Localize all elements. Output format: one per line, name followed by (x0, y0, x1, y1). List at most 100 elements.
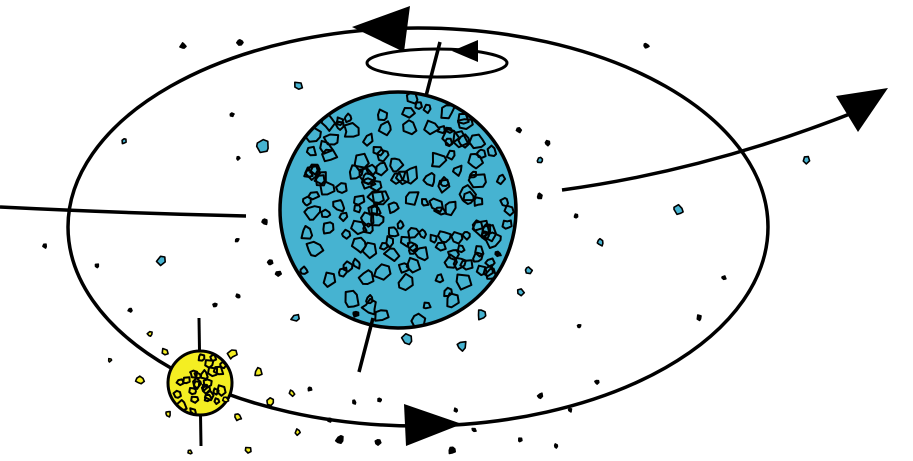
surface-fragment (418, 228, 427, 239)
debris-fragment (334, 435, 344, 444)
surface-fragment (360, 211, 375, 228)
debris-fragment (165, 410, 171, 418)
surface-fragment (192, 377, 202, 389)
surface-fragment (348, 164, 365, 180)
debris-fragment (544, 139, 551, 147)
spin-axis-lower (357, 317, 375, 373)
surface-fragment (365, 163, 378, 177)
large-body-sphere (278, 90, 518, 330)
surface-fragment (461, 231, 471, 241)
debris-fragment (288, 389, 296, 398)
surface-fragment (367, 203, 379, 216)
surface-fragment (175, 378, 186, 387)
debris-fragment (94, 263, 100, 269)
debris-fragment (107, 357, 113, 363)
debris-fragment (290, 313, 300, 322)
debris-fragment (307, 386, 313, 392)
surface-fragment (307, 191, 321, 201)
surface-fragment (421, 198, 430, 207)
debris-fragment (266, 259, 274, 266)
debris-fragment (524, 266, 534, 275)
orbit-arrowhead-bottom (404, 404, 462, 446)
surface-fragment (212, 387, 220, 396)
debris-fragment (221, 396, 230, 403)
surface-fragment (199, 369, 209, 380)
surface-fragment (458, 184, 477, 202)
surface-fragment (342, 260, 354, 273)
surface-fragment (468, 170, 477, 179)
surface-fragment (410, 312, 427, 328)
surface-fragment (395, 170, 410, 186)
surface-fragment (372, 146, 385, 157)
debris-fragment (453, 407, 459, 413)
surface-fragment (335, 116, 345, 126)
surface-fragment (219, 360, 227, 370)
debris-fragment (244, 446, 252, 454)
surface-fragment (320, 113, 337, 132)
surface-fragment (188, 387, 197, 396)
surface-fragment (407, 227, 421, 239)
surface-fragment (428, 197, 444, 213)
debris-fragment (536, 192, 543, 200)
debris-fragment (596, 237, 604, 247)
surface-fragment (197, 353, 206, 362)
surface-fragment (389, 157, 405, 173)
surface-fragment (446, 292, 460, 309)
debris-fragment (42, 243, 47, 249)
debris-fragment (155, 255, 166, 267)
surface-fragment (374, 309, 390, 322)
debris-fragment (516, 288, 526, 297)
surface-fragment (501, 219, 513, 230)
surface-fragment (404, 191, 420, 206)
debris-fragment (573, 213, 579, 219)
surface-fragment (350, 219, 368, 236)
orbit-arrowhead-top (352, 6, 410, 52)
surface-fragment (484, 257, 496, 269)
surface-fragment (383, 247, 401, 262)
surface-fragment (335, 182, 348, 194)
debris-fragment (134, 375, 146, 385)
surface-fragment (343, 112, 353, 124)
debris-fragment (255, 138, 269, 154)
surface-fragment (338, 266, 348, 278)
surface-fragment (495, 173, 507, 186)
surface-fragment (216, 384, 227, 397)
surface-fragment (207, 366, 219, 378)
debris-fragment (400, 333, 413, 346)
debris-fragment (536, 156, 544, 164)
surface-fragment (459, 259, 474, 271)
surface-fragment (402, 119, 418, 136)
debris-fragment (212, 302, 218, 308)
debris-fragment (518, 437, 523, 443)
surface-fragment (457, 112, 470, 125)
surface-fragment (434, 273, 445, 284)
debris-fragment (515, 127, 523, 134)
surface-fragment (357, 269, 375, 285)
surface-fragment (467, 173, 487, 189)
surface-fragment (338, 211, 349, 223)
surface-fragment (445, 149, 456, 161)
surface-fragment (474, 245, 485, 258)
surface-fragment (387, 201, 400, 215)
surface-fragment (452, 130, 469, 149)
debris-fragment (294, 428, 301, 437)
debris-fragment (146, 330, 153, 337)
outgoing-trajectory-line (561, 108, 861, 192)
debris-fragment (236, 155, 241, 161)
surface-fragment (443, 286, 453, 298)
surface-fragment (452, 164, 463, 177)
surface-fragment (341, 228, 352, 240)
debris-fragment (673, 203, 684, 216)
surface-fragment (401, 107, 416, 119)
debris-fragment (456, 340, 467, 352)
surface-fragment (319, 180, 336, 196)
debris-fragment (448, 446, 456, 455)
debris-fragment (696, 314, 702, 322)
surface-fragment (369, 179, 383, 192)
surface-fragment (204, 359, 215, 369)
debris-fragment (294, 81, 304, 90)
surface-fragment (360, 177, 377, 190)
surface-fragment (503, 204, 515, 217)
debris-fragment (254, 366, 263, 377)
